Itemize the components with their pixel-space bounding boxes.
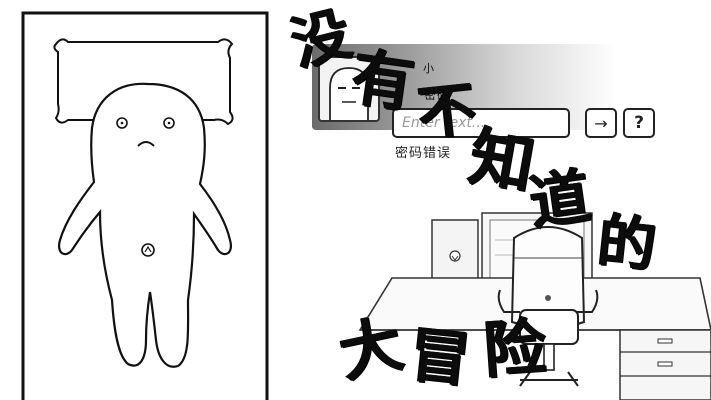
mouth [137,141,155,147]
question-mark-icon: ? [634,113,644,133]
password-label: 密码 [424,88,451,102]
password-error-message: 密码错误 [395,146,452,161]
belly-button [141,243,155,257]
user-label: 小 [423,62,434,75]
title-char-6: 的 [594,206,660,280]
title-char-9: 险 [481,309,549,388]
title-char-8: 冒 [406,320,474,396]
title-char-2: 有 [347,40,419,121]
title-char-7: 大 [332,306,409,391]
user-avatar [318,56,380,122]
avatar-face-icon [329,67,369,120]
arrow-right-icon: → [594,113,608,133]
help-button[interactable]: ? [623,108,655,138]
character-body [58,82,232,368]
title-char-3: 不 [414,74,480,148]
submit-arrow-button[interactable]: → [585,108,617,138]
title-char-5: 道 [525,161,595,239]
password-field[interactable] [392,108,570,138]
